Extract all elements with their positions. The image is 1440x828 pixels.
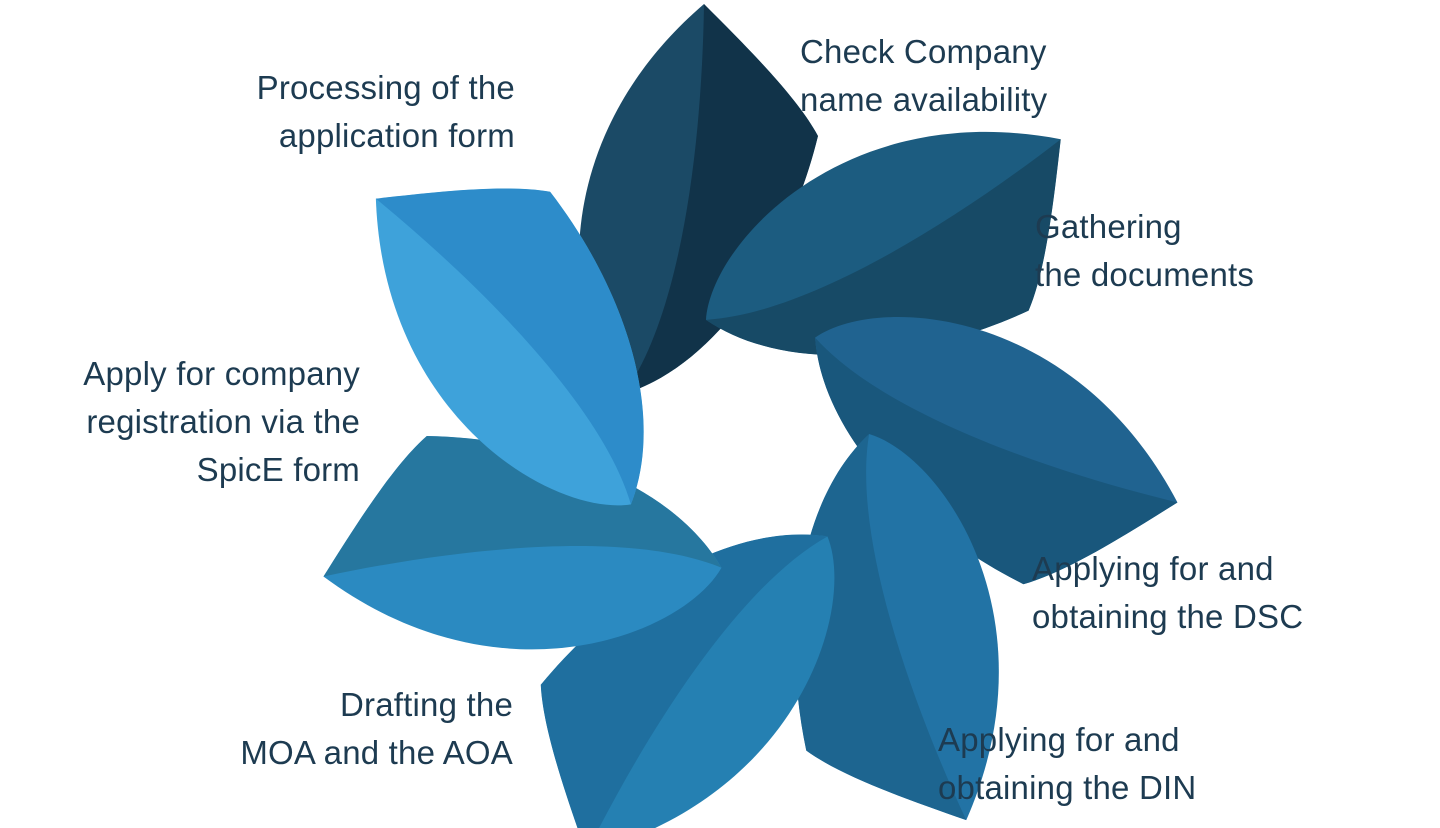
blade-gathering-documents — [677, 41, 1132, 472]
blade-check-company — [578, 4, 818, 394]
label-line: Applying for and — [938, 721, 1180, 758]
label-line: registration via the — [86, 403, 360, 440]
label-line: the documents — [1035, 256, 1255, 293]
label-obtaining-dsc: Applying for and obtaining the DSC — [1032, 545, 1303, 641]
blade-apply-spice-form-band — [323, 436, 722, 577]
label-line: name availability — [800, 81, 1048, 118]
label-processing-application: Processing of the application form — [257, 64, 515, 160]
blade-obtaining-din — [694, 414, 1079, 828]
blade-check-company-band — [624, 4, 818, 394]
blade-obtaining-dsc-band — [815, 337, 1178, 585]
blade-processing-application — [297, 109, 752, 540]
blade-obtaining-din-band — [795, 434, 967, 821]
blade-obtaining-dsc — [771, 293, 1206, 614]
label-line: Check Company — [800, 33, 1047, 70]
label-line: Gathering — [1035, 208, 1182, 245]
label-line: Processing of the — [256, 69, 515, 106]
label-line: application form — [278, 117, 515, 154]
label-line: obtaining the DSC — [1032, 598, 1304, 635]
blade-processing-application-band — [375, 188, 644, 505]
label-line: Drafting the — [340, 686, 513, 723]
label-line: MOA and the AOA — [240, 734, 513, 771]
label-line: Apply for company — [83, 355, 360, 392]
label-obtaining-din: Applying for and obtaining the DIN — [938, 716, 1196, 812]
label-apply-spice-form: Apply for company registration via the S… — [83, 350, 360, 494]
label-drafting-moa-aoa: Drafting the MOA and the AOA — [240, 681, 513, 777]
label-line: SpicE form — [196, 451, 360, 488]
blade-gathering-documents-band — [705, 139, 1061, 356]
label-gathering-documents: Gathering the documents — [1035, 203, 1254, 299]
blade-apply-spice-form — [298, 378, 732, 699]
label-check-company-name: Check Company name availability — [800, 28, 1047, 124]
label-line: obtaining the DIN — [938, 769, 1197, 806]
label-line: Applying for and — [1032, 550, 1274, 587]
